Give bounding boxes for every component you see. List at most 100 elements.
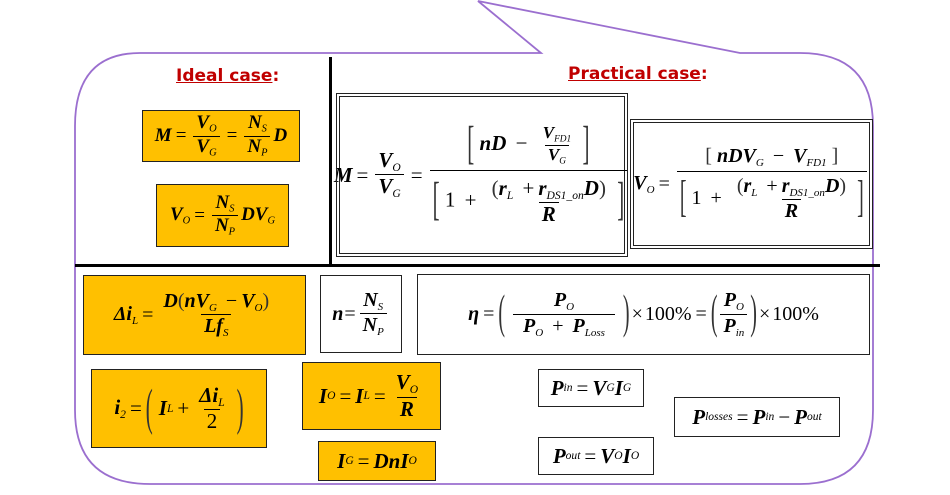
d: D [583,176,599,201]
r: r [781,175,790,197]
sub: G [345,455,354,467]
p: P [692,404,706,429]
ndv: nDV [716,144,756,167]
numerator: VO [393,371,421,396]
i: I [318,383,328,408]
hundred-percent: 100% [772,303,819,325]
eta: η [468,303,480,325]
ideal-output-voltage-formula: VO = NS NP DVG [156,184,289,247]
r-load: R [541,202,556,227]
equals: = [357,448,370,473]
denominator: R [781,199,802,223]
left-bracket: [ [679,173,687,222]
sub: O [408,455,417,467]
nv: nV [184,289,209,312]
sub: O [254,301,263,314]
d: D [824,175,840,197]
sub: O [646,183,655,196]
sub: in [735,326,745,339]
equals: = [584,443,597,468]
denominator: Pin [720,313,748,339]
fraction-vfd-vg: VFD1 VG [540,123,574,167]
right-bracket: ] [617,172,625,226]
plus: + [766,175,778,197]
fraction: D(nVG −VO) LfS [160,289,272,340]
sub: O [409,384,419,397]
numerator: VFD1 [540,123,574,145]
p: P [552,443,566,468]
fraction-ns-np: NS NP [211,191,239,239]
p: P [523,314,536,337]
ideal-gain-formula: M = VO VG = NS NP D [142,110,300,162]
sub: Loss [584,326,605,339]
plus: + [464,187,477,212]
v: V [196,112,210,134]
minus: − [515,130,528,155]
symbol-m: M [333,162,353,187]
numerator: VO [193,113,219,136]
numerator: VO [375,149,403,174]
v: V [793,144,807,167]
denominator: [ 1 + (rL +rDS1_onD) R ] [429,170,628,226]
numerator: PO [721,290,747,313]
r-load: R [784,200,799,223]
lhs: VO [633,172,654,196]
equals: = [576,375,589,400]
v: V [378,174,393,199]
numerator: NS [213,191,238,216]
n: N [363,288,378,311]
v: V [378,148,393,173]
equals: = [483,303,495,325]
fraction: NS NP [359,288,387,338]
big-fraction: [ nD − VFD1 VG ] [ 1 + (rL +rDS1_onD) R … [429,118,628,227]
right-paren: ) [262,289,270,312]
v: V [600,443,615,468]
p: P [723,314,736,337]
d: D [163,289,178,312]
sub: O [182,215,191,227]
times: × [758,303,771,325]
n: N [215,191,230,213]
equals: = [226,125,238,146]
practical-case-label: Practical case [568,64,701,84]
v: V [196,135,210,157]
vertical-divider [329,57,332,265]
sub: L [506,190,514,203]
sub: DS1_on [789,186,825,199]
left-paren: ( [710,286,718,340]
left-paren: ( [736,175,744,197]
times: × [631,303,643,325]
sub: G [267,215,276,227]
right-paren: ) [598,176,606,201]
efficiency-formula: η = ( PO PO + PLoss ) × 100% = ( PO Pin … [417,274,870,355]
i: i [114,395,121,420]
hundred-percent: 100% [644,303,692,325]
practical-output-voltage-formula: VO = [ nDVG − VFD1 ] [ 1 + (rL +rDS1_onD… [630,119,873,249]
practical-colon: : [700,64,708,84]
sub: L [751,186,758,199]
sub: L [166,402,174,415]
sub: L [363,390,370,402]
i: I [355,383,364,408]
sub: O [327,390,336,402]
sub: G [755,156,764,169]
tail: DVG [241,204,275,227]
sub: O [736,301,744,314]
dni: DnI [373,448,409,473]
delta-i: Δi [113,303,132,326]
sub: S [222,327,229,340]
delta-i: Δi [199,382,219,407]
sub: in [765,411,775,423]
fraction-resistance: (rL +rDS1_onD) R [489,177,609,226]
numerator: (rL +rDS1_onD) [734,176,849,199]
denominator: VG [544,144,570,167]
sub: S [229,203,235,215]
equals: = [736,404,749,429]
equals: = [695,303,707,325]
numerator: NS [245,113,270,136]
sub: O [535,326,544,339]
